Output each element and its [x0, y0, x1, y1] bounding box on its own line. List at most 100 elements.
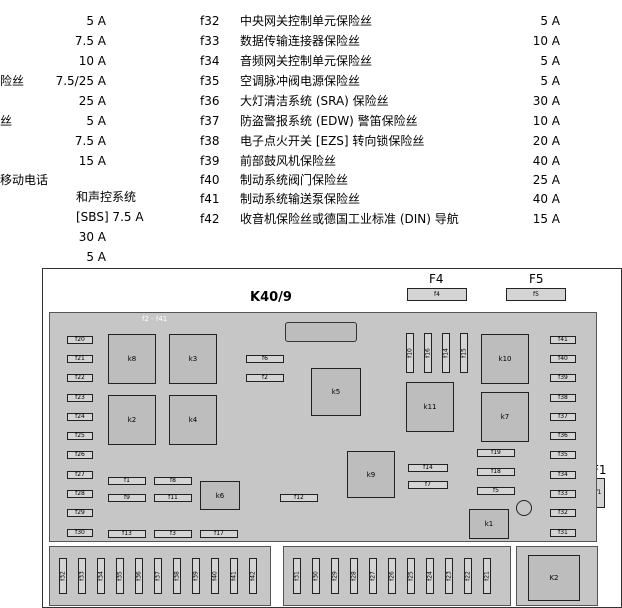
relay-K2: K2 — [528, 555, 580, 601]
fuse-amp: 5 A — [540, 74, 560, 88]
fuse-f14-vertical: f14 — [442, 333, 450, 373]
fuse-f34: f34 — [550, 471, 576, 479]
fuse-desc: 制动系统阀门保险丝 — [240, 173, 349, 187]
relay-k7: k7 — [481, 392, 529, 442]
fuse-f26-bottom: f26 — [388, 558, 396, 594]
fuse-code: f34 — [200, 54, 220, 68]
left-fragment: 移动电话 — [0, 173, 49, 187]
relay-k8: k8 — [108, 334, 156, 384]
fuse-f34-bottom: f34 — [97, 558, 105, 594]
fuse-f33: f33 — [550, 490, 576, 498]
fuse-f30: f30 — [67, 529, 93, 537]
relay-k2: k2 — [108, 395, 156, 445]
relay-k10: k10 — [481, 334, 529, 384]
fuse-amp: 15 A — [532, 212, 560, 226]
fuse-desc: 防盗警报系统 (EDW) 警笛保险丝 — [240, 114, 418, 128]
left-amp: 7.5/25 A — [55, 74, 106, 88]
fuse-code: f32 — [200, 14, 220, 28]
fuse-f24-bottom: f24 — [426, 558, 434, 594]
label-F4: F4 — [429, 272, 444, 286]
fuse-f11: f11 — [154, 494, 192, 502]
left-amp: 10 A — [78, 54, 106, 68]
fuse-desc: 收音机保险丝或德国工业标准 (DIN) 导航 — [240, 212, 459, 226]
fuse-amp: 10 A — [532, 114, 560, 128]
fuse-f23-bottom: f23 — [445, 558, 453, 594]
relay-k1: k1 — [469, 509, 509, 539]
left-fragment: 丝 — [0, 114, 13, 128]
fuse-f26: f26 — [67, 451, 93, 459]
fuse-f27-bottom: f27 — [369, 558, 377, 594]
fuse-f38: f38 — [550, 394, 576, 402]
fuse-code: f42 — [200, 212, 220, 226]
fuse-f30-bottom: f30 — [312, 558, 320, 594]
left-amp: 15 A — [78, 154, 106, 168]
left-amp: 5 A — [86, 114, 106, 128]
fuse-amp: 25 A — [532, 173, 560, 187]
fuse-f37: f37 — [550, 413, 576, 421]
fuse-f25: f25 — [67, 432, 93, 440]
fuse-f22: f22 — [67, 374, 93, 382]
fuse-f21: f21 — [67, 355, 93, 363]
fuse-code: f40 — [200, 173, 220, 187]
fuse-f17: f17 — [200, 530, 238, 538]
fuse-f36-bottom: f36 — [135, 558, 143, 594]
fuse-f7: f7 — [408, 481, 448, 489]
fuse-f10: f10 — [406, 333, 414, 373]
fuse-f41: f41 — [550, 336, 576, 344]
fuse-f41-bottom: f41 — [230, 558, 238, 594]
fuse-f20: f20 — [67, 336, 93, 344]
connector — [285, 322, 357, 342]
fuse-f22-bottom: f22 — [464, 558, 472, 594]
fuse-f39: f39 — [550, 374, 576, 382]
fuse-amp: 20 A — [532, 134, 560, 148]
label-F5: F5 — [529, 272, 544, 286]
fuse-f29-bottom: f29 — [331, 558, 339, 594]
fuse-f28-bottom: f28 — [350, 558, 358, 594]
relay-k6: k6 — [200, 481, 240, 510]
fuse-f32: f32 — [550, 509, 576, 517]
fuse-f24: f24 — [67, 413, 93, 421]
fuse-amp: 30 A — [532, 94, 560, 108]
relay-k4: k4 — [169, 395, 217, 445]
circle-marker — [516, 500, 532, 516]
relay-k3: k3 — [169, 334, 217, 384]
fuse-f32-bottom: f32 — [59, 558, 67, 594]
fuse-f2: f2 — [246, 374, 284, 382]
fuse-desc: 大灯清洁系统 (SRA) 保险丝 — [240, 94, 389, 108]
relay-k5: k5 — [311, 368, 361, 416]
left-extra: [SBS] 7.5 A — [76, 210, 144, 224]
fuse-f29: f29 — [67, 509, 93, 517]
fuse-code: f35 — [200, 74, 220, 88]
fuse-f18: f18 — [477, 468, 515, 476]
fuse-desc: 制动系统输送泵保险丝 — [240, 192, 361, 206]
fuse-desc: 空调脉冲阀电源保险丝 — [240, 74, 361, 88]
left-fragment: 险丝 — [0, 74, 25, 88]
fuse-f28: f28 — [67, 490, 93, 498]
left-amp: 7.5 A — [74, 134, 106, 148]
fuse-code: f39 — [200, 154, 220, 168]
fuse-f5: f5 — [477, 487, 515, 495]
fuse-f12: f12 — [280, 494, 318, 502]
fuse-f36: f36 — [550, 432, 576, 440]
fuse-f14: f14 — [408, 464, 448, 472]
fuse-f40: f40 — [550, 355, 576, 363]
fuse-amp: 40 A — [532, 154, 560, 168]
fuse-f21-bottom: f21 — [483, 558, 491, 594]
fuse-f9: f9 — [108, 494, 146, 502]
fuse-f8: f8 — [154, 477, 192, 485]
fuse-desc: 音频网关控制单元保险丝 — [240, 54, 373, 68]
fuse-f19: f19 — [477, 449, 515, 457]
fuse-f37-bottom: f37 — [154, 558, 162, 594]
fuse-code: f33 — [200, 34, 220, 48]
fuse-f38-bottom: f38 — [173, 558, 181, 594]
fuse-f6: f6 — [246, 355, 284, 363]
fuse-f15: f15 — [460, 333, 468, 373]
fuse-code: f41 — [200, 192, 220, 206]
fuse-code: f37 — [200, 114, 220, 128]
fuse-desc: 数据传输连接器保险丝 — [240, 34, 361, 48]
left-amp: 5 A — [86, 250, 106, 264]
left-amp: 7.5 A — [74, 34, 106, 48]
fuse-f27: f27 — [67, 471, 93, 479]
fuse-f5-top: f5 — [506, 288, 566, 301]
left-amp: 30 A — [78, 230, 106, 244]
